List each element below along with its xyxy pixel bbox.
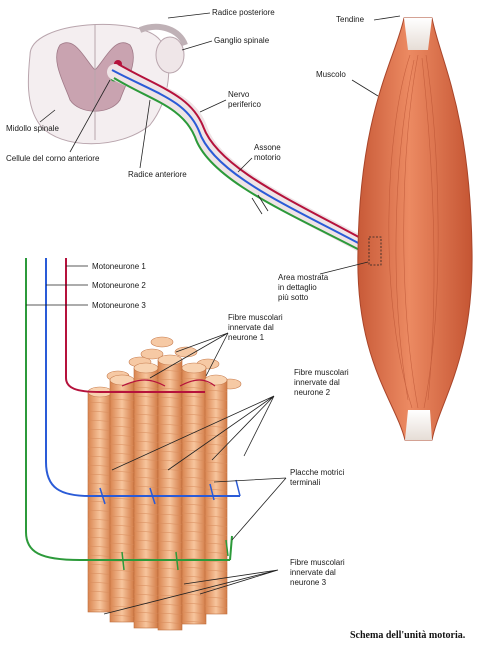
- label-spinal-cord: Midollo spinale: [6, 124, 59, 133]
- motor-axon-3: [113, 77, 376, 259]
- label-motor-axon-2: motorio: [254, 153, 281, 162]
- label-motor-axon-1: Assone: [254, 143, 281, 152]
- label-ventral-root: Radice anteriore: [128, 170, 187, 179]
- label-fibers-n2-1: Fibre muscolari: [294, 368, 349, 377]
- spinal-cord: [27, 23, 188, 145]
- muscle-fiber: [133, 367, 159, 629]
- label-fibers-n3-2: innervate dal: [290, 568, 336, 577]
- label-spinal-ganglion: Ganglio spinale: [214, 36, 270, 45]
- label-fibers-n3-3: neurone 3: [290, 578, 327, 587]
- label-fibers-n2-3: neurone 2: [294, 388, 331, 397]
- labels: Radice posteriore Ganglio spinale Midoll…: [6, 8, 466, 641]
- label-peripheral-nerve-1: Nervo: [228, 90, 250, 99]
- label-end-plates-1: Placche motrici: [290, 468, 344, 477]
- detail-area-box: [368, 236, 382, 266]
- label-fibers-n1-3: neurone 1: [228, 333, 265, 342]
- label-anterior-horn-cells: Cellule del corno anteriore: [6, 154, 100, 163]
- motoneurons-detail: [25, 258, 241, 571]
- spinal-ganglion: [155, 36, 185, 74]
- tendon-bottom: [405, 410, 432, 440]
- caption: Schema dell'unità motoria.: [350, 630, 466, 641]
- motoneuron-1-line: [65, 258, 205, 393]
- label-peripheral-nerve-2: periferico: [228, 100, 261, 109]
- label-fibers-n1-1: Fibre muscolari: [228, 313, 283, 322]
- label-motoneuron-1: Motoneurone 1: [92, 262, 146, 271]
- motoneuron-3-line: [25, 258, 230, 561]
- label-fibers-n3-1: Fibre muscolari: [290, 558, 345, 567]
- label-fibers-n1-2: innervate dal: [228, 323, 274, 332]
- tendon-top: [404, 18, 432, 50]
- muscle-fiber: [109, 379, 135, 623]
- label-tendon: Tendine: [336, 15, 365, 24]
- label-detail-area-1: Area mostrata: [278, 273, 329, 282]
- label-dorsal-root: Radice posteriore: [212, 8, 275, 17]
- motor-axon-1: [117, 63, 376, 247]
- label-motoneuron-3: Motoneurone 3: [92, 301, 146, 310]
- motoneuron-2-line: [45, 258, 240, 497]
- muscle: [357, 17, 473, 441]
- label-end-plates-2: terminali: [290, 478, 320, 487]
- label-muscle: Muscolo: [316, 70, 346, 79]
- label-motoneuron-2: Motoneurone 2: [92, 281, 146, 290]
- label-fibers-n2-2: innervate dal: [294, 378, 340, 387]
- fiber-bundle: [87, 336, 242, 631]
- motor-axon-2: [111, 69, 376, 253]
- label-detail-area-3: più sotto: [278, 293, 309, 302]
- peripheral-nerve: [107, 63, 383, 260]
- label-detail-area-2: in dettaglio: [278, 283, 317, 292]
